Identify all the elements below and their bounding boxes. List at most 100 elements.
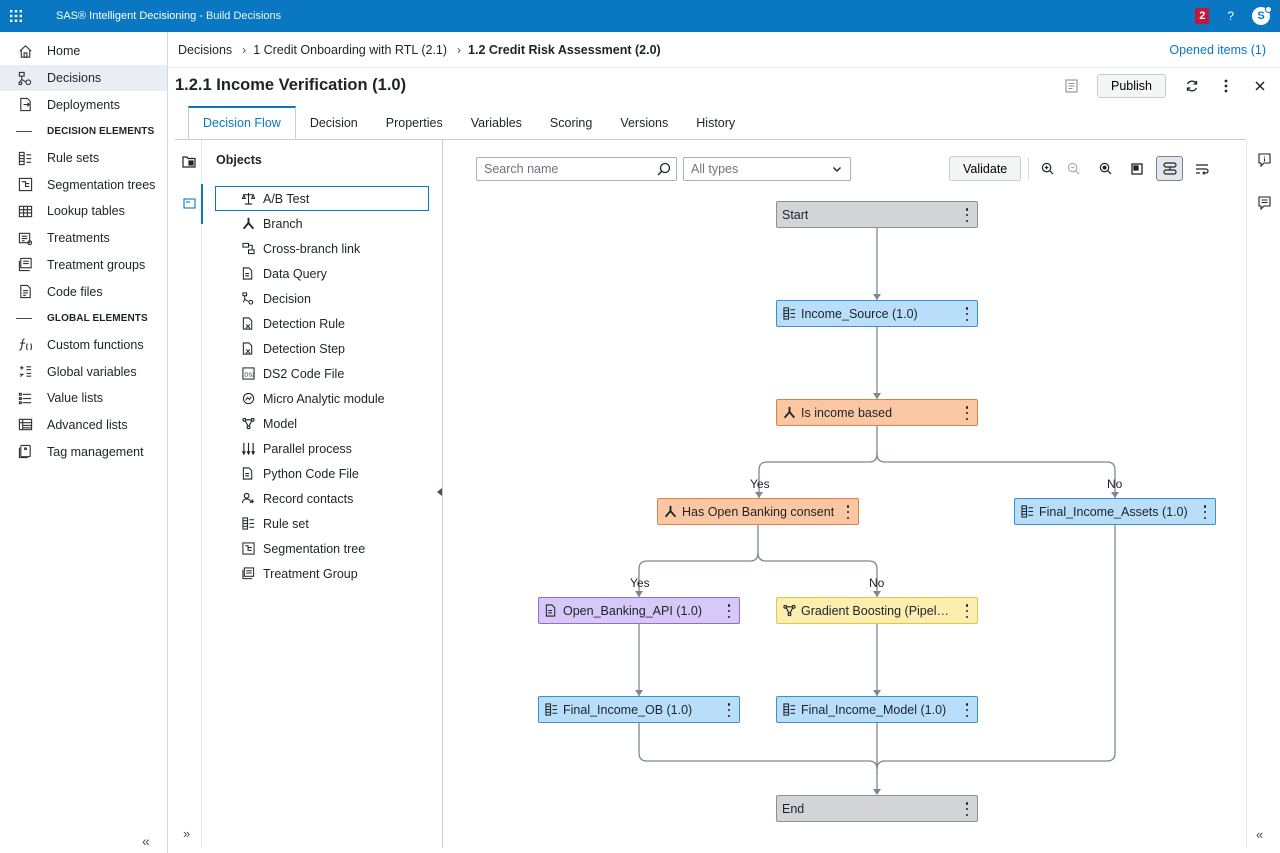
nav-deployments[interactable]: Deployments — [0, 91, 167, 118]
nav-code-files[interactable]: Code files — [0, 278, 167, 305]
object-cross-branch-link[interactable]: Cross-branch link — [215, 236, 429, 261]
nav-segmentation-trees-label: Segmentation trees — [47, 177, 156, 192]
flow-node-open-banking-api[interactable]: Open_Banking_API (1.0) — [538, 597, 740, 624]
app-title: SAS® Intelligent Decisioning - Build Dec… — [56, 10, 281, 22]
nav-advanced-lists[interactable]: Advanced lists — [0, 412, 167, 439]
flow-node-start[interactable]: Start — [776, 201, 978, 228]
folder-objects-icon[interactable] — [181, 153, 197, 169]
collapse-nav-icon[interactable]: « — [142, 833, 150, 849]
zoom-in-icon[interactable] — [1037, 156, 1057, 181]
object-data-query[interactable]: Data Query — [215, 261, 429, 286]
user-avatar[interactable]: S — [1252, 6, 1272, 25]
nav-treatment-groups-label: Treatment groups — [47, 257, 146, 272]
object-micro-analytic-module[interactable]: Micro Analytic module — [215, 386, 429, 411]
expand-panel-icon[interactable]: » — [183, 826, 191, 841]
comments-icon[interactable] — [1256, 195, 1272, 211]
canvas-objects-icon[interactable] — [181, 195, 197, 211]
type-filter-select[interactable]: All types — [683, 157, 851, 181]
nav-global-variables[interactable]: Global variables — [0, 358, 167, 385]
object-record-contacts[interactable]: Record contacts — [215, 486, 429, 511]
wrap-text-icon[interactable] — [1186, 156, 1218, 181]
panel-resize-handle[interactable] — [437, 488, 442, 496]
zoom-reset-icon[interactable] — [1089, 156, 1121, 181]
fit-to-screen-icon[interactable] — [1121, 156, 1153, 181]
branch-icon — [663, 505, 677, 519]
node-menu-icon[interactable] — [727, 604, 731, 618]
object-decision[interactable]: Decision — [215, 286, 429, 311]
python-file-icon — [241, 467, 255, 481]
tab-scoring[interactable]: Scoring — [549, 115, 593, 130]
tab-versions[interactable]: Versions — [620, 115, 669, 130]
svg-text:DS2: DS2 — [244, 372, 255, 378]
flow-node-is-income-based[interactable]: Is income based — [776, 399, 978, 426]
nav-rule-sets[interactable]: Rule sets — [0, 145, 167, 172]
app-switcher-icon[interactable] — [0, 0, 32, 32]
segmentation-tree-icon — [16, 176, 34, 194]
close-icon[interactable] — [1252, 74, 1268, 98]
node-menu-icon[interactable] — [727, 703, 731, 717]
object-detection-step[interactable]: Detection Step — [215, 336, 429, 361]
node-menu-icon[interactable] — [1203, 505, 1207, 519]
node-menu-icon[interactable] — [965, 208, 969, 222]
object-detection-rule[interactable]: Detection Rule — [215, 311, 429, 336]
object-ab-test[interactable]: A/B Test — [215, 186, 429, 211]
nav-decisions[interactable]: Decisions — [0, 64, 167, 92]
flow-node-income-source[interactable]: Income_Source (1.0) — [776, 300, 978, 327]
help-button[interactable]: ? — [1227, 9, 1234, 23]
document-icon[interactable] — [1063, 74, 1079, 98]
collapse-right-icon[interactable]: « — [1256, 827, 1264, 842]
zoom-out-icon[interactable] — [1057, 156, 1089, 181]
ds2-file-icon: DS2 — [241, 367, 255, 381]
rule-sets-icon — [16, 149, 34, 167]
tab-decision[interactable]: Decision — [309, 115, 358, 130]
layout-toggle-icon[interactable] — [1156, 156, 1183, 181]
tab-properties[interactable]: Properties — [385, 115, 443, 130]
table-icon — [16, 202, 34, 220]
flow-node-has-open-banking[interactable]: Has Open Banking consent — [657, 498, 859, 525]
refresh-icon[interactable] — [1184, 74, 1200, 98]
node-menu-icon[interactable] — [965, 406, 969, 420]
node-menu-icon[interactable] — [965, 802, 969, 816]
validate-button[interactable]: Validate — [949, 156, 1022, 181]
object-label: Cross-branch link — [263, 241, 361, 256]
node-menu-icon[interactable] — [965, 703, 969, 717]
flow-node-final-income-ob[interactable]: Final_Income_OB (1.0) — [538, 696, 740, 723]
opened-items-link[interactable]: Opened items (1) — [1169, 42, 1266, 57]
nav-tag-management[interactable]: Tag management — [0, 438, 167, 465]
nav-value-lists[interactable]: Value lists — [0, 385, 167, 412]
flow-node-final-income-model[interactable]: Final_Income_Model (1.0) — [776, 696, 978, 723]
object-segmentation-tree[interactable]: Segmentation tree — [215, 536, 429, 561]
nav-home[interactable]: Home — [0, 38, 167, 65]
tab-history[interactable]: History — [696, 115, 736, 130]
object-model[interactable]: Model — [215, 411, 429, 436]
publish-button[interactable]: Publish — [1097, 74, 1166, 98]
search-input[interactable]: Search name — [476, 157, 677, 181]
node-menu-icon[interactable] — [965, 307, 969, 321]
node-label: Final_Income_OB (1.0) — [563, 702, 693, 717]
nav-treatments[interactable]: Treatments — [0, 225, 167, 252]
info-panel-icon[interactable] — [1256, 152, 1272, 168]
object-rule-set[interactable]: Rule set — [215, 511, 429, 536]
nav-custom-functions[interactable]: Custom functions — [0, 332, 167, 359]
object-branch[interactable]: Branch — [215, 211, 429, 236]
nav-segmentation-trees[interactable]: Segmentation trees — [0, 171, 167, 198]
search-icon[interactable] — [657, 162, 671, 179]
notifications-badge[interactable]: 2 — [1195, 8, 1210, 24]
object-python-code-file[interactable]: Python Code File — [215, 461, 429, 486]
nav-lookup-tables[interactable]: Lookup tables — [0, 198, 167, 225]
breadcrumb-credit-onboarding[interactable]: 1 Credit Onboarding with RTL (2.1) — [253, 42, 448, 57]
tab-variables[interactable]: Variables — [470, 115, 522, 130]
flow-node-final-income-assets[interactable]: Final_Income_Assets (1.0) — [1014, 498, 1216, 525]
tab-decision-flow[interactable]: Decision Flow — [188, 106, 296, 139]
flow-node-gradient-boosting[interactable]: Gradient Boosting (Pipeline 1) (1.0) — [776, 597, 978, 624]
node-menu-icon[interactable] — [846, 505, 850, 519]
node-menu-icon[interactable] — [965, 604, 969, 618]
nav-treatment-groups[interactable]: Treatment groups — [0, 252, 167, 279]
object-parallel-process[interactable]: Parallel process — [215, 436, 429, 461]
more-options-icon[interactable] — [1218, 74, 1234, 98]
object-treatment-group[interactable]: Treatment Group — [215, 561, 429, 586]
nav-section-global-label: GLOBAL ELEMENTS — [47, 312, 148, 324]
flow-node-end[interactable]: End — [776, 795, 978, 822]
breadcrumb-decisions[interactable]: Decisions — [178, 42, 233, 57]
